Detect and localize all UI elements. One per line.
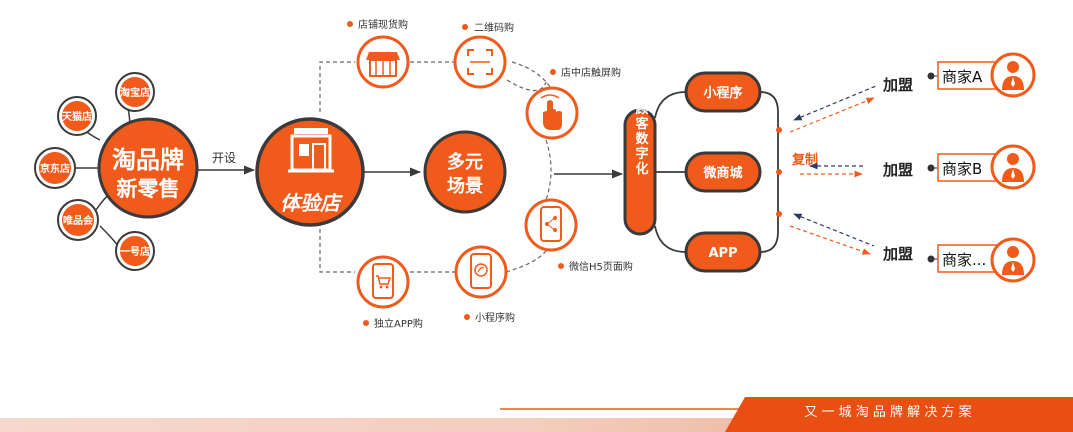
- channel-tmall: 天猫店: [57, 96, 97, 136]
- scene-store-stock: 店铺现货购: [347, 18, 410, 89]
- brand-title-line2: 新零售: [117, 177, 180, 201]
- footer-slogan-band: [725, 397, 1073, 432]
- merchant-person-icon: [1002, 61, 1024, 90]
- scene-dashed-connector: [319, 222, 355, 273]
- channel-label: 天猫店: [62, 110, 92, 123]
- scene-dashed-connector: [511, 61, 553, 91]
- scene-label: 二维码购: [474, 21, 514, 34]
- scene-label: 小程序购: [475, 311, 515, 324]
- brace-dot: [776, 211, 782, 217]
- channel-label: 淘宝店: [120, 86, 150, 99]
- merchant-arrow: [793, 85, 877, 121]
- merchant-a: 加盟 商家A: [882, 52, 1036, 98]
- channel-label: 唯品会: [63, 214, 93, 227]
- merchant-b: 加盟 商家B: [882, 144, 1036, 190]
- shop-front-icon: [366, 52, 400, 77]
- platform-label: 微商城: [702, 165, 742, 181]
- bullet-dot: [462, 24, 468, 30]
- scene-wechat-h5: 微信H5页面购: [524, 198, 633, 273]
- platform-label: APP: [708, 246, 737, 261]
- merchant-arrow: [793, 213, 875, 247]
- channel-label: 一号店: [120, 245, 150, 258]
- merchant-arrow: [789, 97, 875, 133]
- scenes-line2: 场景: [447, 176, 483, 197]
- scenes-line1: 多元: [447, 151, 483, 173]
- bullet-dot: [347, 21, 353, 27]
- platform-label: 小程序: [703, 85, 742, 101]
- scene-dashed-connector: [319, 61, 355, 112]
- scenes-center: 多元 场景: [423, 130, 507, 214]
- scene-mini-program: 小程序购: [454, 245, 515, 324]
- platform-mini-program: 小程序: [684, 71, 762, 113]
- brace-dot: [776, 169, 782, 175]
- brace-dot: [776, 127, 782, 133]
- platform-micro-mall: 微商城: [684, 151, 762, 193]
- merchant-name-box: [937, 153, 999, 182]
- scene-standalone-app: 独立APP购: [356, 255, 423, 330]
- scene-dashed-connector: [545, 139, 552, 201]
- share-phone-icon: [540, 206, 562, 242]
- digital-bar: 全面顾客数字化: [623, 71, 657, 236]
- scene-label: 店中店触屏购: [561, 66, 621, 79]
- merchant-name: 商家B: [942, 160, 982, 178]
- brand-connector: [99, 225, 119, 247]
- bullet-dot: [363, 320, 369, 326]
- scene-label: 微信H5页面购: [569, 260, 633, 273]
- hub: 体验店: [255, 117, 365, 227]
- channel-vip: 唯品会: [57, 199, 99, 241]
- bullet-dot: [550, 69, 556, 75]
- cart-phone-icon: [372, 263, 394, 299]
- channel-taobao: 淘宝店: [115, 72, 155, 112]
- hub-label: 体验店: [280, 191, 343, 215]
- channel-label: 京东店: [40, 162, 70, 175]
- copy-brace: [759, 91, 779, 253]
- platform-connector: [654, 225, 687, 253]
- bullet-dot: [558, 263, 564, 269]
- scene-dashed-connector: [506, 79, 547, 92]
- merchant-arrow: [789, 225, 871, 255]
- platform-connector: [654, 91, 687, 119]
- hand-touch-icon: [540, 94, 562, 130]
- brand-title-line1: 淘品牌: [112, 146, 184, 174]
- merchant-person-icon: [1002, 153, 1024, 182]
- join-label: 加盟: [882, 161, 913, 179]
- channel-jd: 京东店: [34, 147, 76, 189]
- store-icon: [288, 128, 334, 173]
- brand-cluster: 淘品牌 新零售 天猫店 淘宝店 京东店 唯品会 一号店: [34, 72, 199, 271]
- scene-dashed-connector: [505, 247, 549, 273]
- mini-program-phone-icon: [470, 253, 492, 289]
- scenes-circle: [423, 130, 507, 214]
- channel-yhd: 一号店: [115, 231, 155, 271]
- scene-touch-screen: 店中店触屏购: [525, 66, 621, 140]
- scene-label: 店铺现货购: [358, 18, 408, 31]
- join-label: 加盟: [882, 76, 913, 94]
- footer-slogan: 又 一 城 淘 品 牌 解 决 方 案: [804, 404, 971, 420]
- merchant-name: 商家A: [942, 68, 983, 86]
- bullet-dot: [464, 314, 470, 320]
- merchant-arrows: [789, 85, 877, 255]
- open-label: 开设: [212, 151, 236, 165]
- scene-qr-code: 二维码购: [453, 21, 514, 89]
- join-label: 加盟: [882, 245, 913, 263]
- merchant-person-icon: [1002, 246, 1024, 275]
- brand-circle: [97, 117, 199, 219]
- qr-scan-icon: [467, 49, 493, 75]
- digital-bar-label: 全面顾客数字化: [633, 71, 650, 177]
- merchant-name: 商家...: [942, 251, 986, 269]
- merchant-c: 加盟 商家...: [882, 237, 1036, 283]
- footer-banner: 又 一 城 淘 品 牌 解 决 方 案: [0, 397, 1073, 432]
- scene-label: 独立APP购: [374, 317, 423, 330]
- platform-app: APP: [684, 231, 762, 273]
